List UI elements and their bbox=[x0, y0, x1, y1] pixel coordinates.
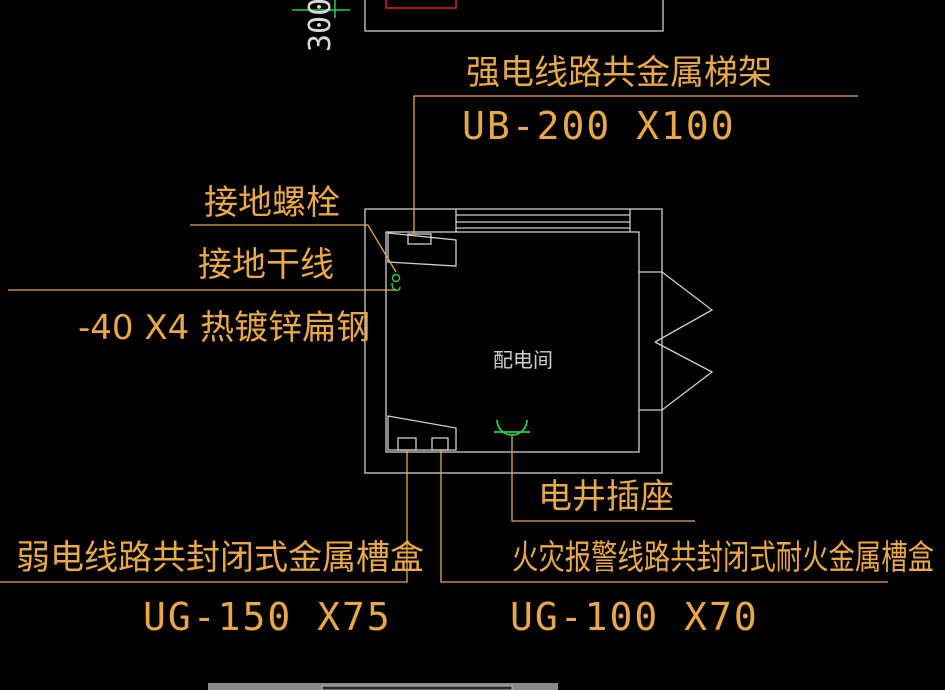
ground-bolt-icon bbox=[391, 273, 401, 283]
strong-tray-code: UB-200 X100 bbox=[462, 104, 736, 148]
top-red-mark bbox=[385, 0, 457, 9]
bottom-scroll-strip[interactable] bbox=[208, 683, 558, 690]
leader-ground-bolt bbox=[190, 224, 397, 273]
weak-trunk-box bbox=[397, 437, 417, 451]
room-name: 配电间 bbox=[493, 348, 553, 372]
top-room-outline bbox=[364, 0, 664, 32]
weak-trunk-title: 弱电线路共封闭式金属槽盒 bbox=[16, 538, 424, 578]
bottom-scrollbar-thumb[interactable] bbox=[321, 685, 513, 690]
leader-strong-tray bbox=[413, 95, 858, 234]
top-dimension-text: 300 bbox=[303, 0, 338, 52]
strong-tray-box bbox=[407, 233, 432, 245]
leader-socket bbox=[511, 436, 695, 522]
fire-trunk-title: 火灾报警线路共封闭式耐火金属槽盒 bbox=[512, 538, 934, 578]
strong-tray-title: 强电线路共金属梯架 bbox=[466, 53, 772, 93]
ground-bolt-tail bbox=[391, 282, 401, 292]
door-leaf-lower bbox=[654, 341, 714, 411]
shaft-socket-label: 电井插座 bbox=[538, 477, 674, 517]
door-leaf-upper bbox=[654, 271, 714, 343]
room-outer-wall bbox=[364, 208, 663, 474]
trunk-outline bbox=[387, 415, 457, 451]
leader-weak-trunk bbox=[0, 450, 408, 583]
ground-bolt-label: 接地螺栓 bbox=[204, 183, 340, 223]
fire-trunk-code: UG-100 X70 bbox=[510, 595, 759, 639]
socket-icon bbox=[496, 419, 528, 436]
weak-trunk-code: UG-150 X75 bbox=[143, 595, 392, 639]
ground-trunk-label: 接地干线 bbox=[198, 245, 334, 285]
strong-tray-outline bbox=[387, 232, 457, 267]
ground-bolt-symbol bbox=[391, 273, 401, 292]
electrical-room: 配电间 bbox=[364, 208, 714, 474]
top-partial-plan: 300 bbox=[292, 0, 664, 52]
ground-steel-label: -40 X4 热镀锌扁钢 bbox=[78, 308, 370, 348]
leader-fire-trunk bbox=[440, 450, 888, 583]
socket-symbol bbox=[494, 419, 530, 436]
fire-trunk-box bbox=[431, 437, 449, 451]
leader-lines bbox=[0, 95, 888, 583]
annotation-labels: 强电线路共金属梯架 UB-200 X100 接地螺栓 接地干线 -40 X4 热… bbox=[16, 53, 934, 639]
room-inner-wall bbox=[385, 231, 640, 453]
